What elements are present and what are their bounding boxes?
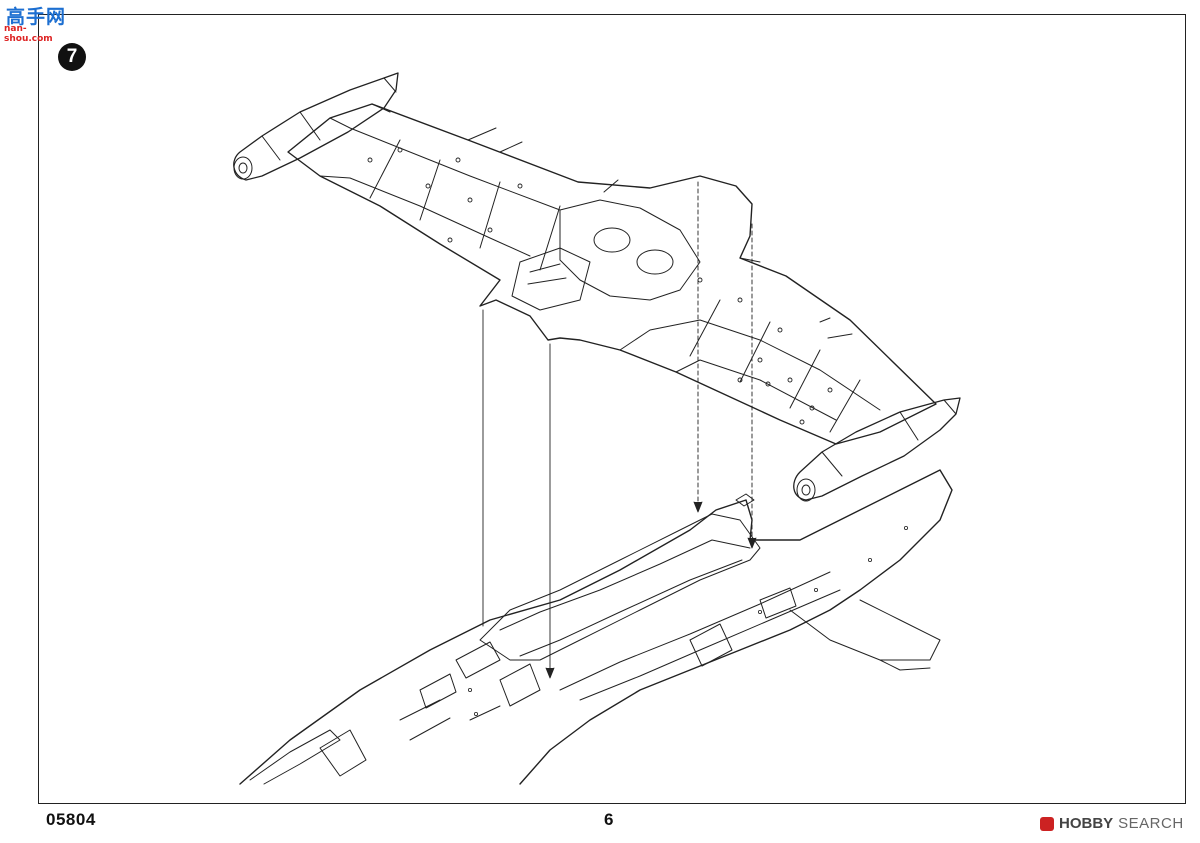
fuselage [239, 469, 953, 785]
page-number: 6 [604, 810, 614, 829]
center-wheel-wells [511, 199, 701, 311]
guide-lines [482, 181, 757, 679]
watermark-chinese: 高手网 [6, 6, 67, 28]
right-tip-tank [793, 397, 961, 502]
hobby-search-watermark: HOBBY SEARCH [1040, 815, 1184, 832]
wing-assembly [233, 72, 961, 502]
page-frame [38, 14, 1186, 804]
step-number-badge: 7 [58, 43, 86, 71]
hobby-search-logo-icon [1040, 816, 1054, 831]
watermark-url: nan-shou.com [4, 24, 53, 44]
kit-part-number: 05804 [46, 810, 96, 829]
access-panel-marks [367, 147, 833, 425]
watermark-brand: HOBBY [1059, 815, 1114, 832]
watermark-suffix: SEARCH [1118, 815, 1184, 832]
watermark-logo: 高手网 nan-shou.com [2, 2, 74, 44]
left-tip-tank [233, 72, 399, 181]
